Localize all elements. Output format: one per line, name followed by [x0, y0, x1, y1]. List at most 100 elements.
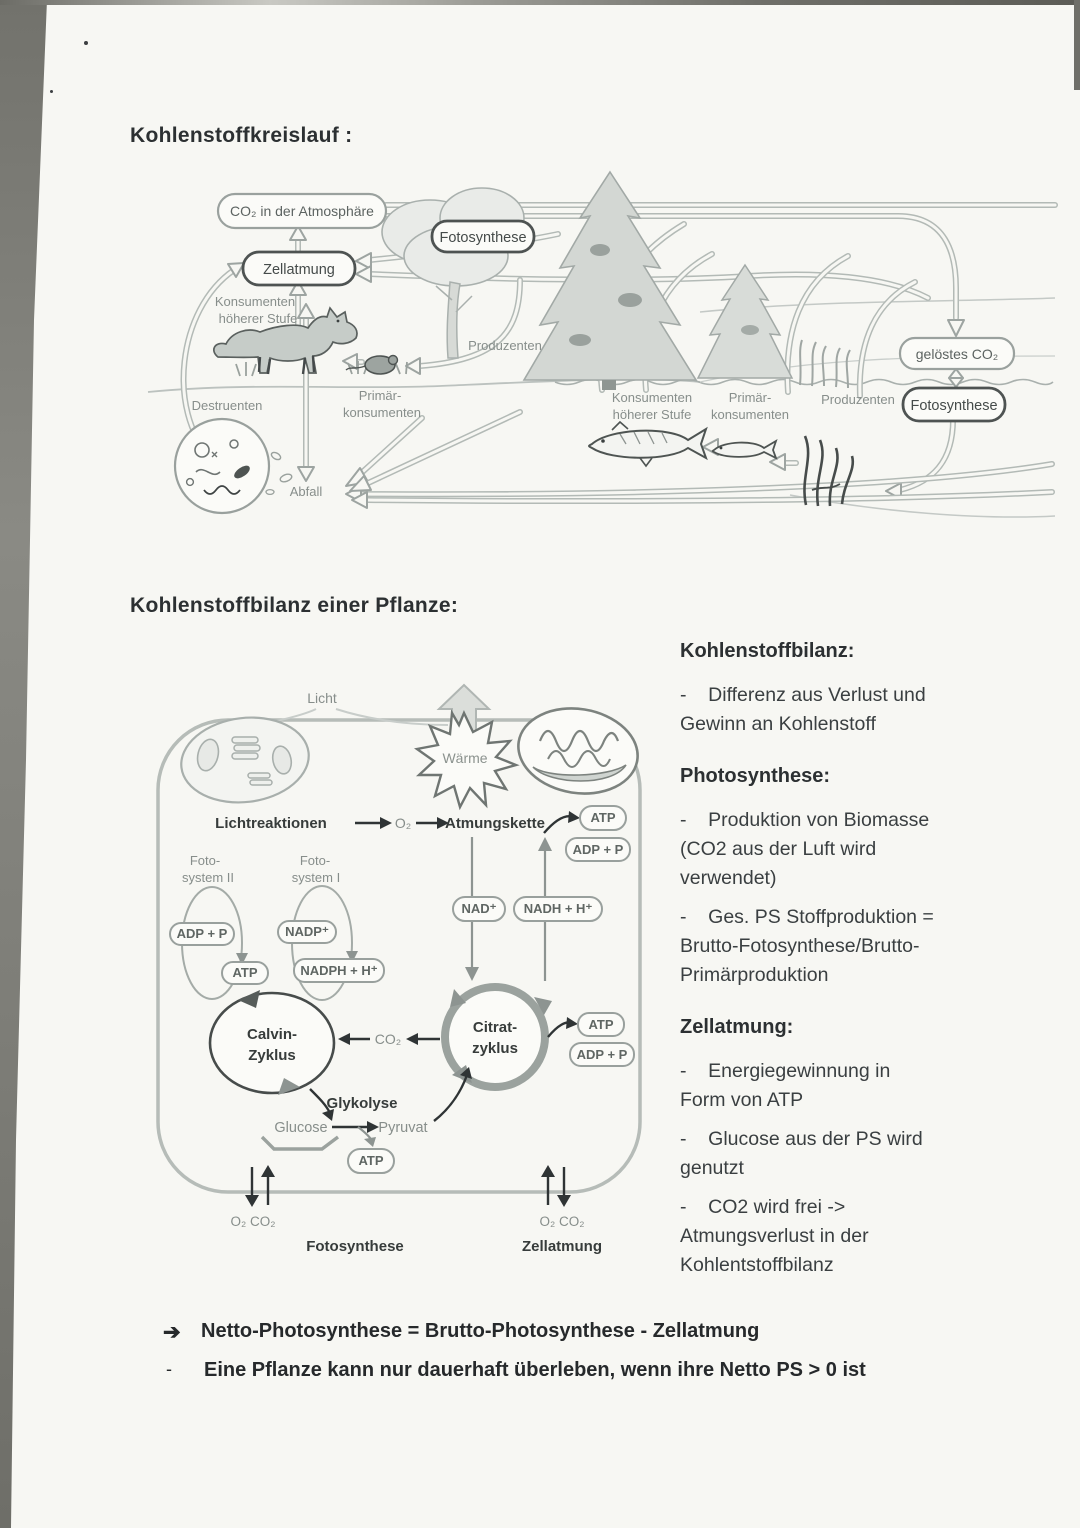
waerme-label: Wärme: [442, 750, 487, 766]
note-line: Kohlentstoffbilanz: [680, 1254, 834, 1276]
water-plants-illustration: [803, 435, 855, 507]
scan-edge-left: [0, 0, 47, 1528]
atp-pill-atmungskette-label: ATP: [590, 810, 615, 825]
primaerkonsumenten-land-label-1: Primär-: [359, 388, 402, 403]
fotosystem2-label-2: system II: [182, 870, 234, 885]
atp-pill-citrat-label: ATP: [588, 1017, 613, 1032]
summary-dash-line: - Eine Pflanze kann nur dauerhaft überle…: [163, 1359, 866, 1382]
small-fish-illustration: [711, 439, 778, 460]
glykolyse-label: Glykolyse: [327, 1095, 398, 1112]
gas-exchange-left: [245, 1165, 275, 1207]
reeds-illustration: [799, 339, 851, 389]
scan-edge-top: [0, 0, 1080, 5]
note-group: - Glucose aus der PS wird genutzt: [680, 1125, 982, 1183]
atp-pill-glykolyse: [347, 1148, 395, 1174]
scan-edge-right: [1074, 0, 1080, 90]
fotosystem2-label-1: Foto-: [190, 853, 220, 868]
geloestes-co2-label: gelöstes CO₂: [916, 346, 998, 362]
note-line: Primärproduktion: [680, 964, 829, 986]
note-line: - CO2 wird frei ->: [680, 1196, 846, 1218]
adp-p-pill-ps2: [169, 922, 235, 946]
note-line: Atmungsverlust in der: [680, 1225, 869, 1247]
produzenten-land-label: Produzenten: [468, 338, 542, 353]
zellatmung-label: Zellatmung: [263, 262, 335, 278]
note-line: - Ges. PS Stoffproduktion =: [680, 906, 934, 928]
scan-speck: [84, 41, 88, 45]
note-group: - CO2 wird frei -> Atmungsverlust in der…: [680, 1193, 982, 1280]
note-line: Form von ATP: [680, 1089, 804, 1111]
o2-co2-label-right: O₂ CO₂: [540, 1214, 585, 1229]
gas-exchange-right: [541, 1165, 571, 1207]
fotosystem1-label-2: system I: [292, 870, 340, 885]
page-title-carbon-cycle: Kohlenstoffkreislauf :: [130, 124, 353, 147]
citrat-label-1: Citrat-: [473, 1019, 517, 1036]
nadh-pill: [513, 896, 603, 922]
arrow-right-icon: ➔: [163, 1321, 181, 1344]
plant-carbon-balance-diagram: Licht Wärme Lichtreaktionen O₂: [156, 683, 642, 1255]
note-group: - Ges. PS Stoffproduktion = Brutto-Fotos…: [680, 903, 982, 990]
atp-pill-ps2-label: ATP: [232, 965, 257, 980]
destruenten-microbes-illustration: [173, 417, 293, 515]
note-line: - Produktion von Biomasse: [680, 809, 930, 831]
note-line: verwendet): [680, 867, 777, 889]
citrat-zyklus-ring: [441, 983, 552, 1091]
fotosynthese-land-box: [430, 219, 536, 254]
adp-p-pill-atmungskette-label: ADP + P: [573, 842, 624, 857]
calvin-label-1: Calvin-: [247, 1026, 297, 1043]
fox-illustration: [213, 306, 358, 375]
fotosynthese-water-label: Fotosynthese: [910, 398, 997, 414]
page-title-carbon-balance: Kohlenstoffbilanz einer Pflanze:: [130, 594, 459, 617]
fotosynthese-land-label: Fotosynthese: [439, 230, 526, 246]
zellatmung-box: [241, 250, 357, 287]
zellatmung-caption: Zellatmung: [522, 1238, 602, 1255]
nadph-pill: [293, 958, 385, 983]
konsumenten-water-label-2: höherer Stufe: [613, 407, 692, 422]
note-group: - Produktion von Biomasse (CO2 aus der L…: [680, 806, 982, 893]
note-line: Gewinn an Kohlenstoff: [680, 713, 876, 735]
note-heading-photosynthese: Photosynthese:: [680, 765, 831, 787]
mitochondrion-illustration: [517, 707, 639, 795]
nadp-pill-label: NADP⁺: [285, 924, 329, 939]
note-group: - Energiegewinnung in Form von ATP: [680, 1057, 982, 1115]
licht-label: Licht: [307, 690, 337, 706]
adp-p-pill-citrat-label: ADP + P: [577, 1047, 628, 1062]
scan-speck: [50, 90, 53, 93]
glucose-label: Glucose: [274, 1120, 327, 1136]
summary-formula: Netto-Photosynthese = Brutto-Photosynthe…: [201, 1320, 760, 1342]
note-line: (CO2 aus der Luft wird: [680, 838, 877, 860]
atp-pill-citrat: [577, 1012, 625, 1037]
lichtreaktionen-label: Lichtreaktionen: [215, 815, 327, 832]
nadp-pill: [277, 920, 337, 944]
citrat-label-2: zyklus: [472, 1040, 518, 1057]
calvin-zyklus-circle: [208, 990, 336, 1095]
adp-p-pill-citrat: [569, 1042, 635, 1067]
note-heading-zellatmung: Zellatmung:: [680, 1016, 794, 1038]
atp-pill-ps2: [221, 961, 269, 985]
note-line: - Energiegewinnung in: [680, 1060, 891, 1082]
o2-label: O₂: [395, 815, 411, 831]
calvin-label-2: Zyklus: [248, 1047, 296, 1064]
note-heading-kohlenstoffbilanz: Kohlenstoffbilanz:: [680, 640, 855, 662]
primaerkonsumenten-land-label-2: konsumenten: [343, 405, 421, 420]
abfall-label: Abfall: [290, 484, 323, 499]
conifer-tree-small-illustration: [696, 263, 794, 379]
primaerkonsumenten-water-label-2: konsumenten: [711, 407, 789, 422]
pyruvat-label: Pyruvat: [378, 1120, 427, 1136]
mouse-illustration: [345, 354, 399, 375]
geloestes-co2-box: [898, 336, 1016, 371]
cell-outline: [156, 718, 642, 1194]
konsumenten-water-label-1: Konsumenten: [612, 390, 692, 405]
o2-co2-label-left: O₂ CO₂: [231, 1214, 276, 1229]
atp-pill-glykolyse-label: ATP: [358, 1153, 383, 1168]
nad-pill: [452, 896, 506, 922]
note-line: - Differenz aus Verlust und: [680, 684, 926, 706]
adp-p-pill-ps2-label: ADP + P: [177, 926, 228, 941]
fotosynthese-water-box: [901, 386, 1007, 423]
note-line: - Glucose aus der PS wird: [680, 1128, 923, 1150]
adp-p-pill-atmungskette: [565, 837, 631, 862]
big-fish-illustration: [588, 420, 708, 468]
notes-panel: Kohlenstoffbilanz: - Differenz aus Verlu…: [680, 640, 982, 1290]
note-line: genutzt: [680, 1157, 744, 1179]
dash-icon: -: [166, 1359, 172, 1379]
co2-label: CO₂: [375, 1031, 401, 1047]
